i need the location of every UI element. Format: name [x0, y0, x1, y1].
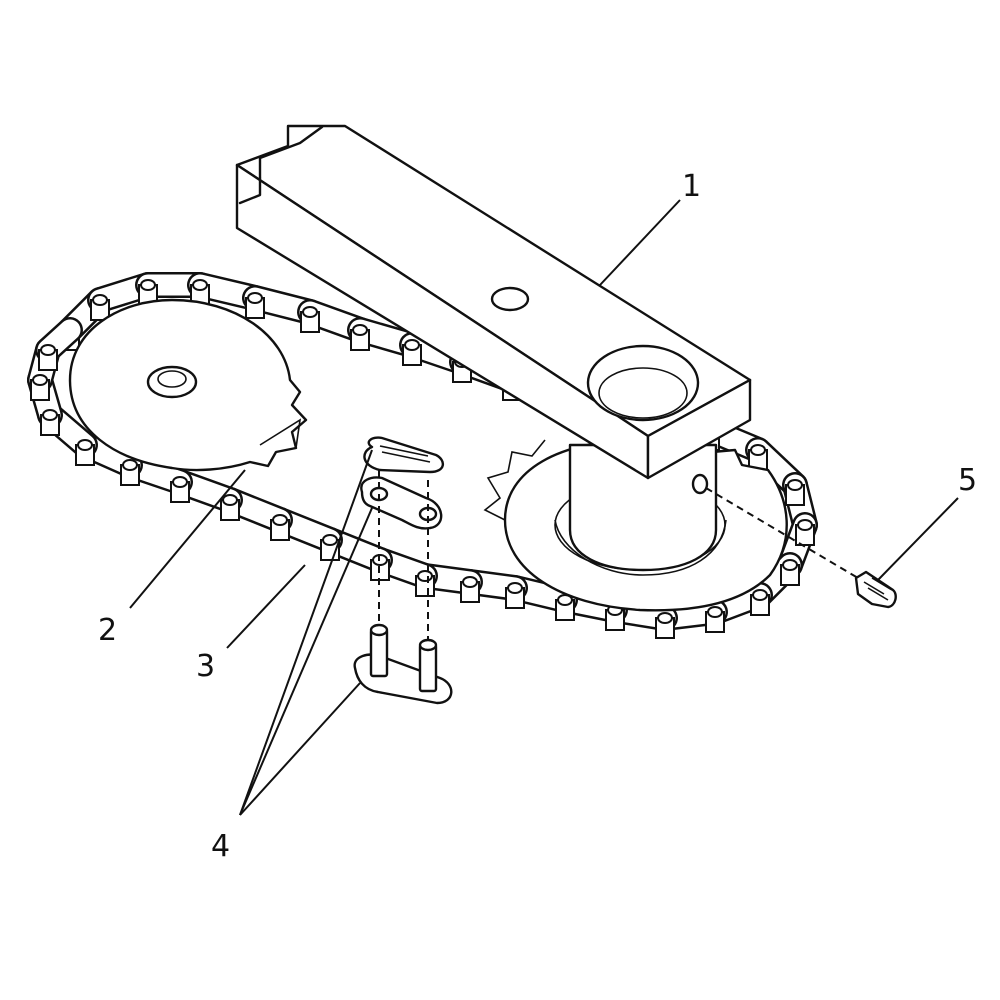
set-screw	[705, 487, 897, 609]
arm-bracket	[235, 124, 752, 480]
callout-5: 5	[958, 463, 977, 498]
master-link-kit	[353, 436, 453, 705]
chain-link	[35, 317, 83, 371]
roller-chain	[27, 272, 818, 639]
drive-sprocket-small	[68, 298, 308, 472]
link-outer-plate	[360, 476, 443, 530]
callout-2: 2	[98, 613, 117, 648]
spring-clip	[363, 436, 444, 474]
link-pin-plate	[353, 623, 453, 705]
callout-4: 4	[211, 829, 230, 864]
driven-sprocket-large	[483, 428, 788, 612]
leader-lines	[129, 199, 959, 816]
callout-3: 3	[196, 649, 215, 684]
callout-1: 1	[682, 169, 701, 204]
